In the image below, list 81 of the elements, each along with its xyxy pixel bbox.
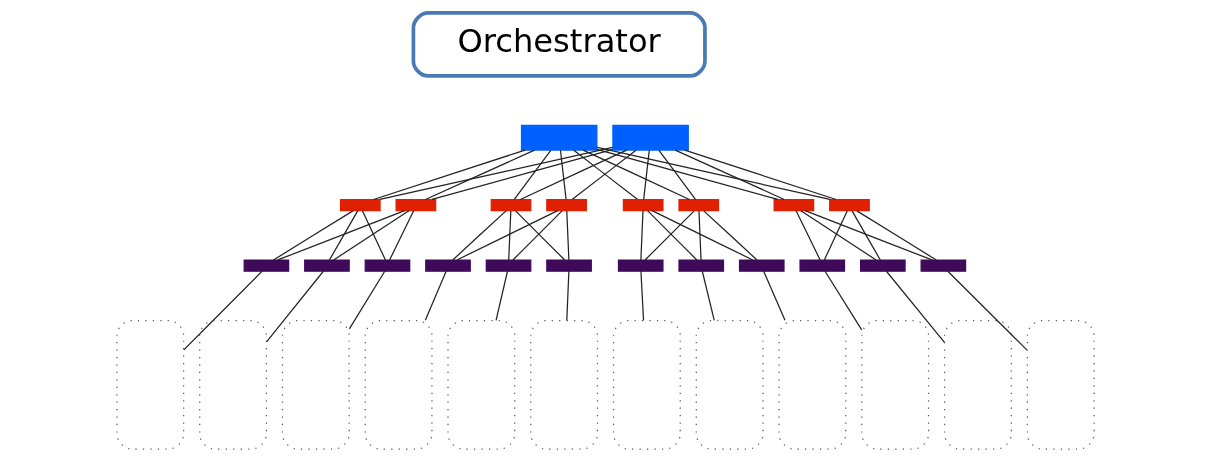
connector: [885, 270, 946, 344]
connector: [651, 210, 754, 261]
connector: [674, 149, 785, 201]
node-bar: [339, 198, 381, 212]
connector: [389, 210, 415, 261]
connector: [265, 270, 324, 343]
connector: [824, 270, 863, 331]
connector: [947, 270, 1028, 351]
connector: [763, 270, 786, 321]
connector: [183, 270, 263, 351]
node-box: [116, 319, 185, 450]
connector: [328, 210, 359, 261]
node-bar: [243, 259, 290, 272]
node-bar: [520, 124, 598, 151]
node-box: [447, 319, 516, 450]
node-bar: [490, 198, 532, 212]
connector: [424, 270, 447, 321]
connector: [373, 149, 526, 201]
node-bar: [395, 198, 437, 212]
connector: [566, 270, 570, 321]
connector: [456, 210, 559, 261]
node-box: [199, 319, 268, 450]
node-bar: [425, 259, 471, 272]
node-bar: [799, 259, 846, 272]
node-bar: [678, 198, 720, 212]
connector: [559, 149, 567, 200]
connector: [379, 146, 614, 201]
connector: [823, 210, 848, 261]
connector: [272, 210, 354, 261]
node-bar: [920, 259, 967, 272]
node-bar: [304, 259, 350, 272]
connector: [513, 149, 552, 200]
node-bar: [738, 259, 785, 272]
connector: [596, 148, 779, 200]
node-bar: [829, 198, 870, 212]
connector: [277, 210, 406, 261]
connector: [698, 210, 702, 261]
connector: [333, 210, 410, 261]
connector: [582, 149, 690, 201]
node-box: [530, 319, 599, 450]
node-bar: [617, 259, 664, 272]
connector: [643, 149, 650, 200]
connector: [566, 210, 570, 261]
connector: [348, 270, 386, 330]
connector: [424, 149, 536, 201]
node-box: [695, 319, 764, 450]
connector: [361, 210, 387, 261]
node-box: [943, 319, 1012, 450]
connector: [508, 210, 512, 261]
connector: [596, 146, 831, 201]
node-box: [281, 319, 350, 450]
node-bar: [546, 259, 592, 272]
connector: [701, 270, 715, 321]
node-box: [1026, 319, 1095, 450]
node-bar: [678, 259, 725, 272]
connector: [856, 210, 937, 261]
connector: [519, 149, 628, 201]
node-bar: [612, 124, 689, 151]
connector: [804, 210, 933, 261]
connector: [703, 210, 758, 261]
connector: [851, 210, 881, 261]
node-box: [364, 319, 433, 450]
node-bar: [546, 198, 587, 212]
node-bar: [773, 198, 815, 212]
connector: [795, 210, 821, 261]
connector: [640, 210, 644, 261]
connector: [800, 210, 877, 261]
node-bar: [622, 198, 664, 212]
connector: [658, 149, 697, 200]
connector: [431, 148, 614, 200]
node-box: [778, 319, 847, 450]
connector: [495, 270, 509, 321]
connector: [452, 210, 507, 261]
node-box: Orchestrator: [411, 11, 707, 78]
connector: [640, 270, 645, 321]
node-box: [861, 319, 930, 450]
node-bar: [364, 259, 411, 272]
connector: [684, 149, 837, 201]
node-bar: [485, 259, 532, 272]
node-box: [612, 319, 681, 450]
node-bar: [859, 259, 906, 272]
